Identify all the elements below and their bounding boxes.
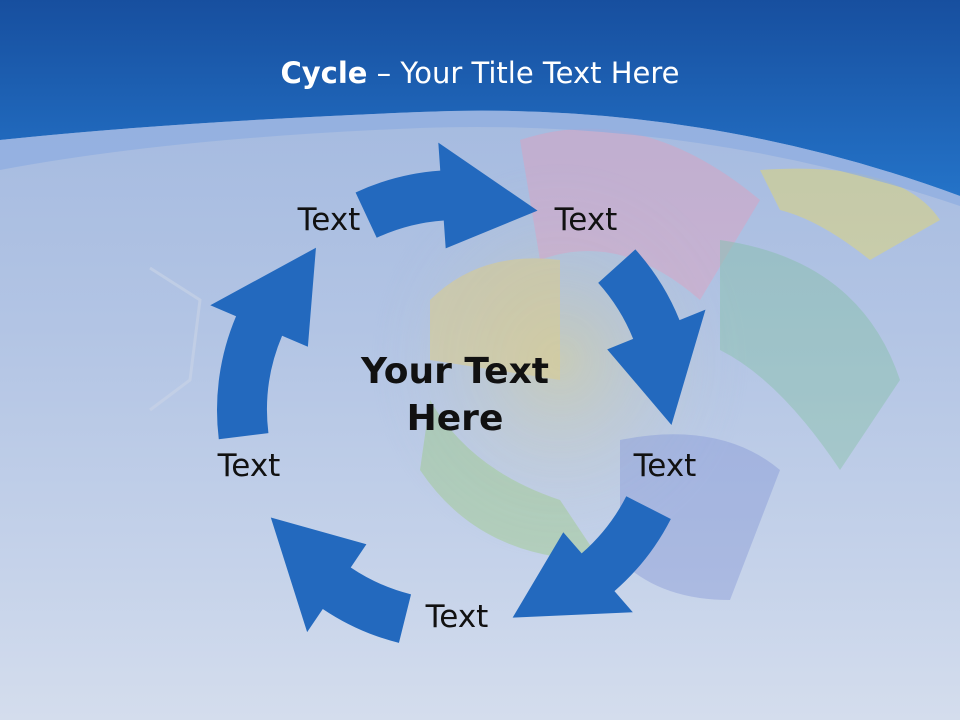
center-text-line1: Your Text <box>360 351 550 393</box>
title-banner <box>0 0 960 196</box>
center-text-line2: Here <box>406 398 504 439</box>
parachute-image <box>370 128 940 600</box>
arrow-top <box>355 142 538 249</box>
node-label-left: Text <box>217 448 281 484</box>
node-label-bottom: Text <box>425 599 489 635</box>
center-text: Your Text Here <box>305 349 605 443</box>
title-bold: Cycle <box>280 56 368 90</box>
node-label-top-left: Text <box>297 202 361 238</box>
slide-title: Cycle – Your Title Text Here <box>0 56 960 90</box>
title-rest: – Your Title Text Here <box>367 56 680 90</box>
arrow-right-lower <box>512 496 671 618</box>
arrow-right-upper <box>598 249 706 425</box>
node-label-top-right: Text <box>554 202 618 238</box>
arrow-bottom-left <box>270 517 412 643</box>
arrow-left <box>210 247 316 440</box>
node-label-right: Text <box>633 448 697 484</box>
